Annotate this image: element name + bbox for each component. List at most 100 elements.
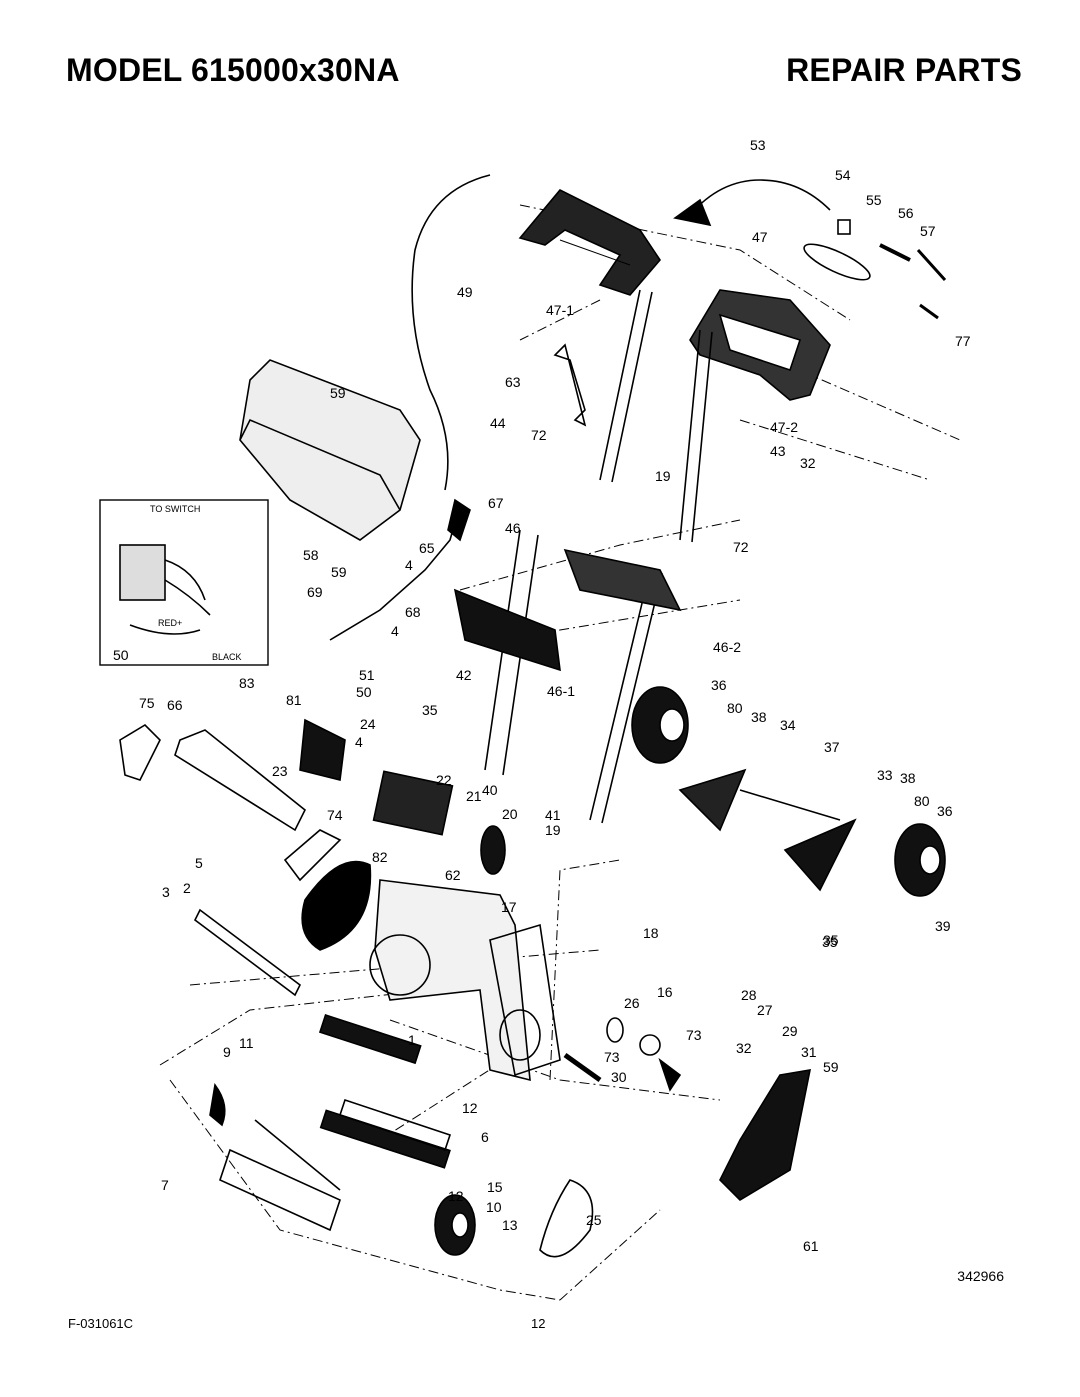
part-callout-label: 3	[162, 884, 170, 900]
part-callout-label: 13	[502, 1217, 518, 1233]
part-callout-label: 63	[505, 374, 521, 390]
part-callout-label: 55	[866, 192, 882, 208]
part-callout-label: 1	[408, 1032, 416, 1048]
part-callout-label: 19	[655, 468, 671, 484]
part-callout-label: 40	[482, 782, 498, 798]
part-callout-label: 24	[360, 716, 376, 732]
inset-label-switch: TO SWITCH	[150, 504, 200, 514]
part-label-group: 5354555657474947-1776347-244724319325967…	[139, 137, 971, 1254]
part-callout-label: 37	[824, 739, 840, 755]
part-callout-label: 4	[405, 557, 413, 573]
part-callout-label: 22	[436, 772, 452, 788]
part-callout-label: 41	[545, 807, 561, 823]
part-callout-label: 54	[835, 167, 851, 183]
part-callout-label: 2	[183, 880, 191, 896]
part-callout-label: 18	[643, 925, 659, 941]
part-callout-label: 74	[327, 807, 343, 823]
part-callout-label: 32	[736, 1040, 752, 1056]
part-callout-label: 12	[448, 1188, 464, 1204]
part-callout-label: 59	[331, 564, 347, 580]
part-callout-label: 68	[405, 604, 421, 620]
part-callout-label: 25	[586, 1212, 602, 1228]
part-callout-label: 27	[757, 1002, 773, 1018]
part-callout-label: 43	[770, 443, 786, 459]
part-callout-label: 38	[751, 709, 767, 725]
part-callout-label: 80	[727, 700, 743, 716]
part-callout-label: 7	[161, 1177, 169, 1193]
part-callout-label: 35	[822, 934, 838, 950]
part-callout-label: 35	[422, 702, 438, 718]
part-callout-label: 46-2	[713, 639, 741, 655]
part-callout-label: 12	[462, 1100, 478, 1116]
part-callout-label: 33	[877, 767, 893, 783]
part-callout-label: 62	[445, 867, 461, 883]
part-callout-label: 65	[419, 540, 435, 556]
part-callout-label: 47-1	[546, 302, 574, 318]
part-callout-label: 17	[501, 899, 517, 915]
form-number: F-031061C	[68, 1316, 134, 1331]
part-callout-label: 23	[272, 763, 288, 779]
part-callout-label: 73	[686, 1027, 702, 1043]
part-callout-label: 6	[481, 1129, 489, 1145]
part-callout-label: 58	[303, 547, 319, 563]
part-callout-label: 20	[502, 806, 518, 822]
part-callout-label: 51	[359, 667, 375, 683]
part-callout-label: 26	[624, 995, 640, 1011]
part-callout-label: 83	[239, 675, 255, 691]
part-callout-label: 66	[167, 697, 183, 713]
part-callout-label: 42	[456, 667, 472, 683]
part-callout-label: 39	[935, 918, 951, 934]
part-callout-label: 81	[286, 692, 302, 708]
part-callout-label: 73	[604, 1049, 620, 1065]
part-callout-label: 32	[800, 455, 816, 471]
part-callout-label: 4	[391, 623, 399, 639]
part-callout-label: 44	[490, 415, 506, 431]
part-callout-label: 46	[505, 520, 521, 536]
part-callout-label: 28	[741, 987, 757, 1003]
part-callout-label: 15	[487, 1179, 503, 1195]
part-callout-label: 34	[780, 717, 796, 733]
part-callout-label: 9	[223, 1044, 231, 1060]
part-callout-label: 61	[803, 1238, 819, 1254]
part-callout-label: 59	[823, 1059, 839, 1075]
part-callout-label: 4	[355, 734, 363, 750]
part-callout-label: 72	[531, 427, 547, 443]
part-callout-label: 59	[330, 385, 346, 401]
inset-part-number: 50	[113, 647, 129, 663]
part-callout-label: 57	[920, 223, 936, 239]
part-callout-label: 16	[657, 984, 673, 1000]
inset-label-black: BLACK	[212, 652, 242, 662]
part-callout-label: 19	[545, 822, 561, 838]
part-callout-label: 47-2	[770, 419, 798, 435]
part-callout-label: 69	[307, 584, 323, 600]
part-callout-label: 30	[611, 1069, 627, 1085]
part-callout-label: 36	[937, 803, 953, 819]
part-callout-label: 75	[139, 695, 155, 711]
part-callout-label: 53	[750, 137, 766, 153]
model-title: MODEL 615000x30NA	[66, 52, 400, 88]
part-callout-label: 38	[900, 770, 916, 786]
drawing-number: 342966	[957, 1268, 1004, 1284]
page-number: 12	[531, 1316, 546, 1331]
part-callout-label: 72	[733, 539, 749, 555]
part-callout-label: 31	[801, 1044, 817, 1060]
part-callout-label: 5	[195, 855, 203, 871]
part-callout-label: 82	[372, 849, 388, 865]
part-callout-label: 36	[711, 677, 727, 693]
part-callout-label: 46-1	[547, 683, 575, 699]
part-callout-label: 80	[914, 793, 930, 809]
part-callout-label: 11	[239, 1035, 254, 1051]
part-callout-label: 10	[486, 1199, 502, 1215]
part-callout-label: 49	[457, 284, 473, 300]
part-callout-label: 56	[898, 205, 914, 221]
part-callout-label: 67	[488, 495, 504, 511]
part-callout-label: 47	[752, 229, 768, 245]
section-title: REPAIR PARTS	[786, 52, 1022, 88]
inset-label-red: RED+	[158, 618, 182, 628]
part-callout-label: 35	[823, 932, 839, 948]
part-callout-label: 21	[466, 788, 482, 804]
part-callout-label: 77	[955, 333, 971, 349]
part-callout-label: 29	[782, 1023, 798, 1039]
part-callout-label: 50	[356, 684, 372, 700]
